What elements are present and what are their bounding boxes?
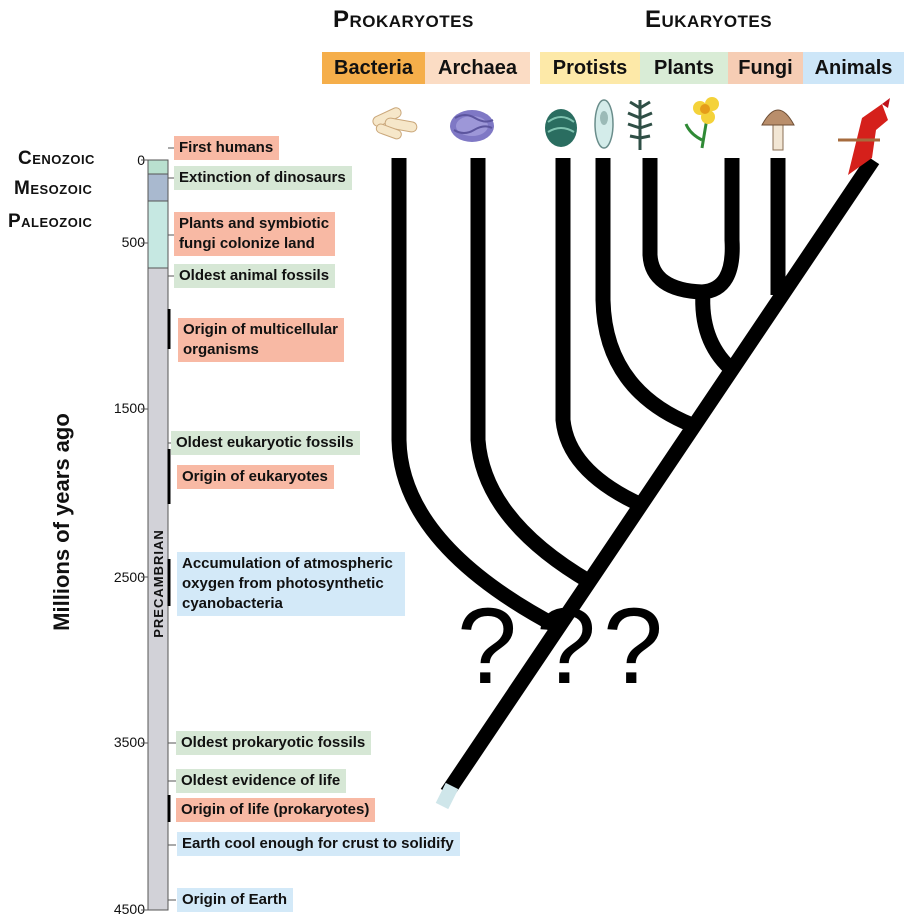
tick-2500: 2500 — [113, 569, 145, 585]
event-plants-colonize-land: Plants and symbiotic fungi colonize land — [174, 212, 336, 256]
branch-main-trunk — [440, 155, 880, 798]
tick-3500: 3500 — [113, 734, 145, 750]
event-origin-earth: Origin of Earth — [177, 888, 293, 912]
era-mesozoic: Mesozoic — [14, 178, 93, 199]
event-oldest-evidence-life: Oldest evidence of life — [176, 769, 347, 793]
branch-root-tip — [435, 782, 459, 810]
mushroom-icon — [761, 109, 795, 151]
event-oldest-animal-fossils: Oldest animal fossils — [174, 264, 336, 288]
event-extinction-dinosaurs: Extinction of dinosaurs — [174, 166, 352, 190]
moss-icon — [627, 100, 653, 150]
event-atmospheric-oxygen: Accumulation of atmospheric oxygen from … — [177, 552, 405, 616]
timeline-bar — [141, 147, 176, 911]
chip-animals: Animals — [803, 52, 904, 84]
precambrian-wrap: PRECAMBRIAN — [150, 508, 166, 658]
event-oldest-prokaryotic-fossils: Oldest prokaryotic fossils — [176, 731, 372, 755]
bacteria-icon — [372, 107, 418, 140]
chip-protists: Protists — [540, 52, 640, 84]
event-earth-cool: Earth cool enough for crust to solidify — [177, 832, 460, 856]
chip-bacteria: Bacteria — [322, 52, 425, 84]
flower-icon — [684, 97, 719, 149]
event-origin-life: Origin of life (prokaryotes) — [176, 798, 376, 822]
question-mark-1: ? — [457, 585, 518, 706]
branch-protist-2 — [595, 158, 695, 432]
chip-fungi: Fungi — [728, 52, 803, 84]
tick-4500: 4500 — [113, 901, 145, 917]
branch-archaea — [470, 158, 594, 589]
prokaryotes-title: Prokaryotes — [333, 6, 474, 33]
question-mark-3: ? — [603, 585, 664, 706]
tick-500: 500 — [121, 234, 145, 250]
era-cenozoic: Cenozoic — [18, 148, 95, 169]
event-origin-multicellular: Origin of multicellular organisms — [178, 318, 345, 362]
era-precambrian: PRECAMBRIAN — [150, 528, 166, 638]
branch-plants-fungi — [642, 158, 740, 300]
chip-plants: Plants — [640, 52, 728, 84]
era-paleozoic: Paleozoic — [8, 211, 93, 232]
tick-1500: 1500 — [113, 400, 145, 416]
paramecium-icon — [594, 99, 614, 149]
question-mark-2: ? — [536, 585, 597, 706]
branch-plantclade — [695, 291, 736, 374]
branch-protist-1 — [555, 158, 641, 510]
cardinal-bird-icon — [838, 98, 890, 175]
eukaryotes-title: Eukaryotes — [645, 6, 773, 33]
branch-bacteria — [391, 158, 564, 635]
event-origin-eukaryotes: Origin of eukaryotes — [177, 465, 334, 489]
event-oldest-eukaryotic-fossils: Oldest eukaryotic fossils — [171, 431, 360, 455]
archaea-icon — [450, 110, 494, 142]
chip-archaea: Archaea — [425, 52, 530, 84]
protist-icon — [545, 109, 577, 147]
event-first-humans: First humans — [174, 136, 280, 160]
